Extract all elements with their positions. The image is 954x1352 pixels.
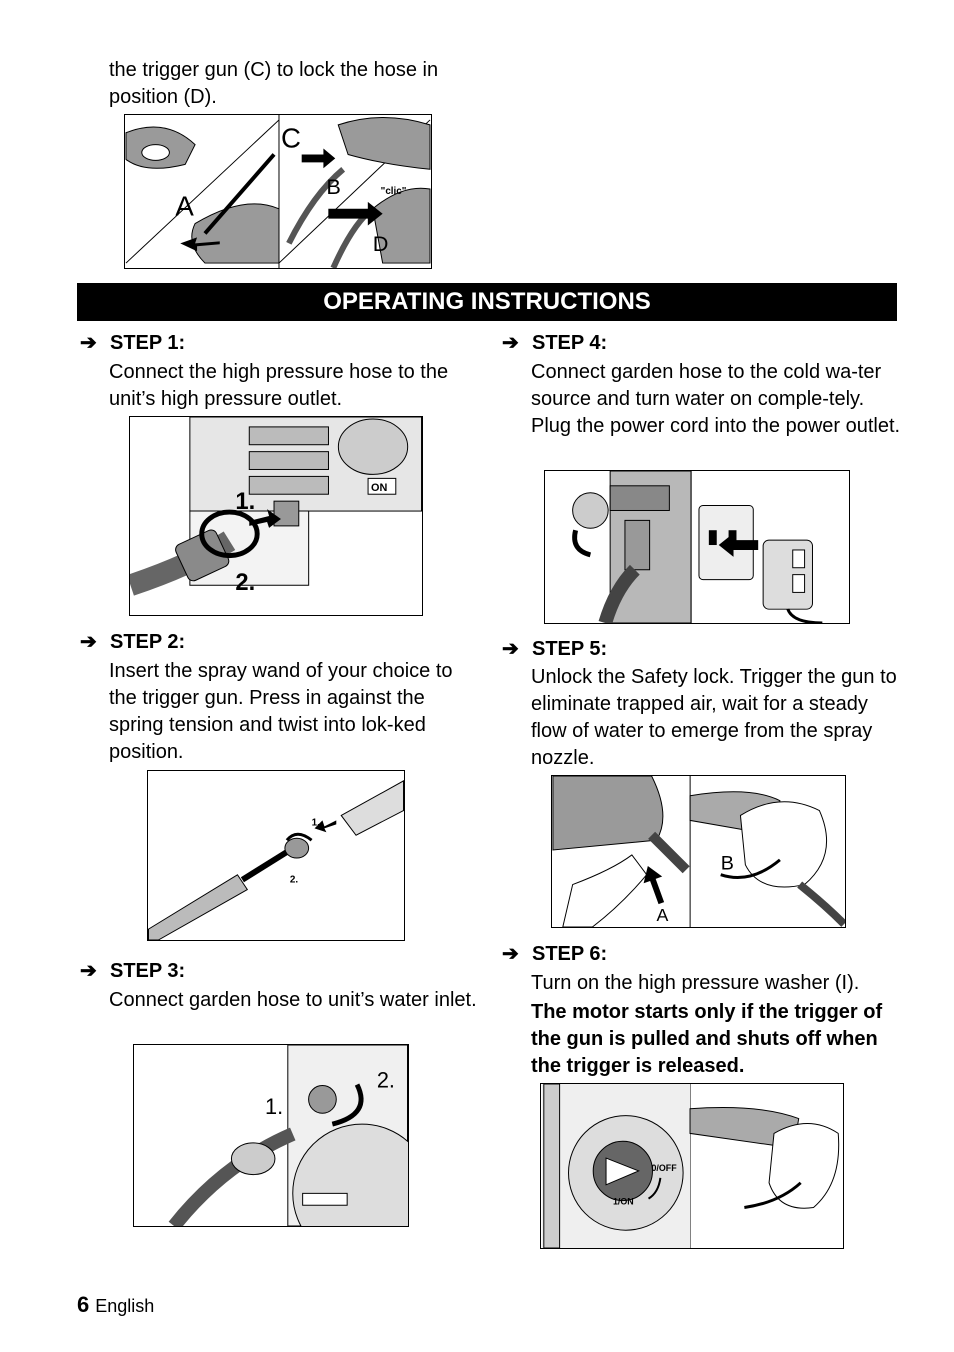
hose-outlet-illustration: ON 1. 2. xyxy=(130,417,422,596)
arrow-right-icon: ➔ xyxy=(80,960,97,982)
step-5-text: Unlock the Safety lock. Trigger the gun … xyxy=(531,666,897,769)
step-6-figure: 0/OFF 1/ON xyxy=(540,1083,844,1249)
intro-text: the trigger gun (C) to lock the hose in … xyxy=(109,59,439,108)
footer-language: English xyxy=(95,1296,155,1316)
hose-lock-illustration: A B C D "clic" xyxy=(125,115,431,268)
step-3-heading: ➔ STEP 3: xyxy=(80,959,185,983)
step-2-heading: ➔ STEP 2: xyxy=(80,630,185,654)
step-4-heading: ➔ STEP 4: xyxy=(502,331,607,355)
fig-label-2: 2. xyxy=(290,875,298,886)
arrow-right-icon: ➔ xyxy=(80,332,97,354)
step-4-title: STEP 4: xyxy=(532,332,608,354)
step-6-title: STEP 6: xyxy=(532,943,608,965)
page-number: 6 xyxy=(77,1292,90,1317)
step-2-text: Insert the spray wand of your choice to … xyxy=(109,660,453,763)
step-1-figure: ON 1. 2. xyxy=(129,416,423,616)
step-5-title: STEP 5: xyxy=(532,638,608,660)
step-3-text: Connect garden hose to unit’s water inle… xyxy=(109,989,477,1011)
arrow-right-icon: ➔ xyxy=(502,332,519,354)
arrow-right-icon: ➔ xyxy=(502,638,519,660)
trigger-gun-illustration: A B xyxy=(552,776,845,927)
fig-label-c: C xyxy=(281,123,301,154)
fig-label-2: 2. xyxy=(235,569,255,596)
fig-label-a: A xyxy=(657,905,669,925)
step-6-heading: ➔ STEP 6: xyxy=(502,942,607,966)
fig-label-on: 1/ON xyxy=(613,1197,634,1207)
fig-label-off: 0/OFF xyxy=(651,1163,677,1173)
step-6-warning: The motor starts only if the trigger of … xyxy=(531,1001,883,1077)
fig-label-1: 1. xyxy=(235,488,255,515)
arrow-right-icon: ➔ xyxy=(502,943,519,965)
water-inlet-illustration: 1. 2. xyxy=(168,1045,408,1226)
step-5-heading: ➔ STEP 5: xyxy=(502,637,607,661)
step-4-figure xyxy=(544,470,850,624)
fig-label-on: ON xyxy=(371,482,387,494)
fig-label-1: 1. xyxy=(265,1094,283,1119)
step-5-figure: A B xyxy=(551,775,846,928)
step-3-title: STEP 3: xyxy=(110,960,186,982)
fig-label-b: B xyxy=(326,174,340,199)
fig-label-a: A xyxy=(175,191,194,222)
fig-label-b: B xyxy=(721,853,734,875)
step-4-text: Connect garden hose to the cold wa-ter s… xyxy=(531,361,901,437)
step-2-title: STEP 2: xyxy=(110,631,186,653)
fig-label-1: 1. xyxy=(312,817,320,828)
spray-wand-illustration: 1. 2. xyxy=(148,780,404,940)
fig-label-2: 2. xyxy=(377,1068,395,1093)
step-6-text: Turn on the high pressure washer (I). xyxy=(531,972,860,994)
power-switch-illustration: 0/OFF 1/ON xyxy=(541,1084,840,1248)
step-2-figure: 1. 2. xyxy=(147,770,405,941)
fig-label-d: D xyxy=(373,231,389,256)
fig-label-clic: "clic" xyxy=(381,186,407,197)
step-3-figure: 1. 2. xyxy=(133,1044,409,1227)
step-1-heading: ➔ STEP 1: xyxy=(80,331,185,355)
arrow-right-icon: ➔ xyxy=(80,631,97,653)
section-banner: OPERATING INSTRUCTIONS xyxy=(77,283,897,321)
hose-lock-figure: A B C D "clic" xyxy=(124,114,432,269)
step-1-title: STEP 1: xyxy=(110,332,186,354)
faucet-and-outlet-illustration xyxy=(572,471,823,623)
step-1-text: Connect the high pressure hose to the un… xyxy=(109,361,449,410)
